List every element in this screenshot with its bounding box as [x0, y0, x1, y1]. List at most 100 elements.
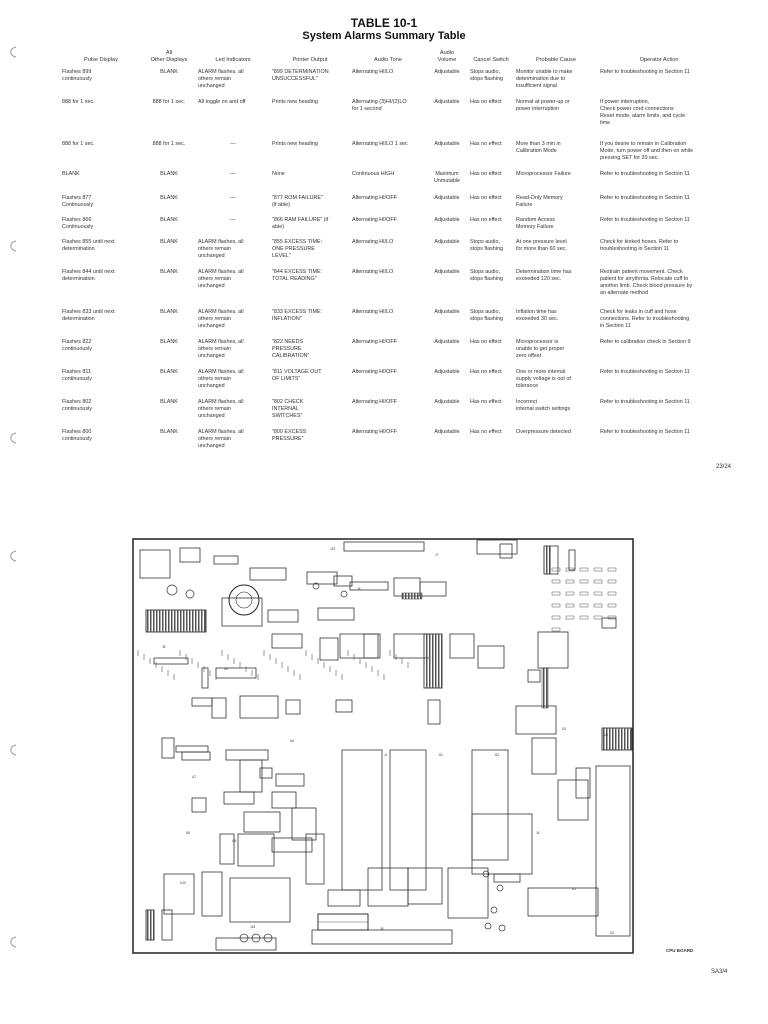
cell-other-displays: BLANK [160, 308, 178, 315]
transformer-circle [228, 584, 260, 616]
test-point [251, 933, 261, 943]
component-outline [271, 633, 303, 649]
resistor-mark [607, 591, 617, 596]
board-label: J5 [162, 645, 166, 649]
component-outline [476, 539, 518, 555]
cell-led-indicators: ALARM flashes, all others remain unchang… [198, 398, 244, 420]
component-outline [568, 549, 576, 571]
cell-operator-action: If you desire to remain in Calibration M… [600, 140, 694, 162]
cell-printer-output: None [272, 170, 285, 177]
cell-printer-output: "844 EXCESS TIME: TOTAL READING" [272, 268, 323, 282]
connector-pins [401, 592, 423, 600]
component-outline [349, 581, 389, 591]
cell-led-indicators: ALARM flashes, all others remain unchang… [198, 308, 244, 330]
board-label: J13 [330, 547, 335, 551]
col-printer-output: Printer Output [292, 57, 328, 64]
cell-audio-tone: Alternating HI/LO [352, 238, 394, 245]
test-point [312, 582, 320, 590]
cell-audio-volume: Adjustable [434, 368, 460, 375]
resistor-mark [579, 591, 589, 596]
cell-other-displays: BLANK [160, 368, 178, 375]
transformer-core [235, 591, 253, 609]
component-outline [271, 837, 313, 853]
component-outline [237, 833, 275, 867]
cell-led-indicators: ALARM flashes, all others remain unchang… [198, 368, 244, 390]
cell-audio-volume: Adjustable [434, 98, 460, 105]
col-audio-tone: Audio Tone [374, 57, 402, 64]
component-outline [311, 929, 453, 945]
cell-cancel-switch: Has no effect [470, 368, 502, 375]
resistor-mark [565, 567, 575, 572]
component-outline [219, 833, 235, 865]
connector-pins [543, 545, 551, 575]
test-point [484, 922, 492, 930]
table-header: Pulse Display All Other Displays Led Ind… [60, 50, 720, 69]
component-outline [335, 699, 353, 713]
component-outline [221, 597, 263, 627]
board-label: U5 [224, 667, 228, 671]
cell-led-indicators: — [230, 216, 236, 223]
cell-audio-volume: Adjustable [434, 68, 460, 75]
component-outline [537, 631, 569, 669]
col-operator-action: Operator Action [639, 57, 679, 64]
board-label: J15 [250, 925, 255, 929]
resistor-mark [593, 603, 603, 608]
board-label: J1 [384, 753, 388, 757]
cell-probable-cause: Read-Only Memory Failure [516, 194, 563, 208]
cell-operator-action: Check for leaks in cuff and hose connect… [600, 308, 690, 330]
table-number: TABLE 10-1 [350, 16, 418, 30]
cell-led-indicators: ALARM flashes, all others remain unchang… [198, 268, 244, 290]
cell-other-displays: BLANK [160, 68, 178, 75]
resistor-mark [593, 615, 603, 620]
col-other-displays: All Other Displays [150, 50, 188, 64]
cell-operator-action: Refer to troubleshooting in Section 11 [600, 428, 690, 435]
component-outline [305, 833, 325, 885]
component-outline [317, 607, 355, 621]
connector-pins [145, 609, 207, 633]
cell-audio-volume: Adjustable [434, 268, 460, 275]
cell-audio-volume: Adjustable [434, 308, 460, 315]
cell-other-displays: BLANK [160, 268, 178, 275]
cell-printer-output: "899 DETERMINATION UNSUCCESSFUL" [272, 68, 329, 82]
cell-probable-cause: Overpressure detected [516, 428, 571, 435]
resistor-mark [593, 591, 603, 596]
cell-led-indicators: ALARM flashes, all others remain unchang… [198, 428, 244, 450]
component-outline [201, 667, 209, 689]
component-outline [306, 571, 338, 585]
cell-cancel-switch: Has no effect [470, 428, 502, 435]
binding-hole-mark [10, 936, 17, 948]
connector-pins [423, 633, 443, 689]
component-outline [419, 581, 447, 597]
cell-pulse-display: BLANK [62, 170, 80, 177]
cell-other-displays: BLANK [160, 238, 178, 245]
component-outline [327, 889, 361, 907]
binding-hole-mark [10, 744, 17, 756]
resistor-mark [551, 627, 561, 632]
table-row: 888 for 1 sec.888 for 1 sec.—Prints new … [60, 141, 720, 171]
cell-other-displays: BLANK [160, 338, 178, 345]
cell-led-indicators: — [230, 140, 236, 147]
cell-cancel-switch: Stops audio, stops flashing [470, 68, 503, 82]
test-point [263, 933, 273, 943]
cell-operator-action: Restrain patient movement. Check patient… [600, 268, 693, 297]
cell-cancel-switch: Has no effect [470, 140, 502, 147]
cell-pulse-display: Flashes 866 Continuously [62, 216, 94, 230]
cell-operator-action: Refer to troubleshooting in Section 11 [600, 368, 690, 375]
cell-other-displays: BLANK [160, 194, 178, 201]
cell-cancel-switch: Stops audio, stops flashing [470, 308, 503, 322]
cell-audio-tone: Alternating HI/OFF [352, 398, 397, 405]
cell-audio-tone: Alternating HI/OFF [352, 194, 397, 201]
component-outline [191, 697, 213, 707]
component-outline [527, 669, 541, 683]
cell-audio-tone: Alternating HI/LO 1 sec [352, 140, 408, 147]
resistor-mark [551, 567, 561, 572]
page-number-top: 23/24 [716, 464, 732, 470]
board-label: U10 [180, 881, 186, 885]
board-label: U6 [290, 739, 294, 743]
resistor-mark [551, 603, 561, 608]
component-outline [179, 547, 201, 563]
